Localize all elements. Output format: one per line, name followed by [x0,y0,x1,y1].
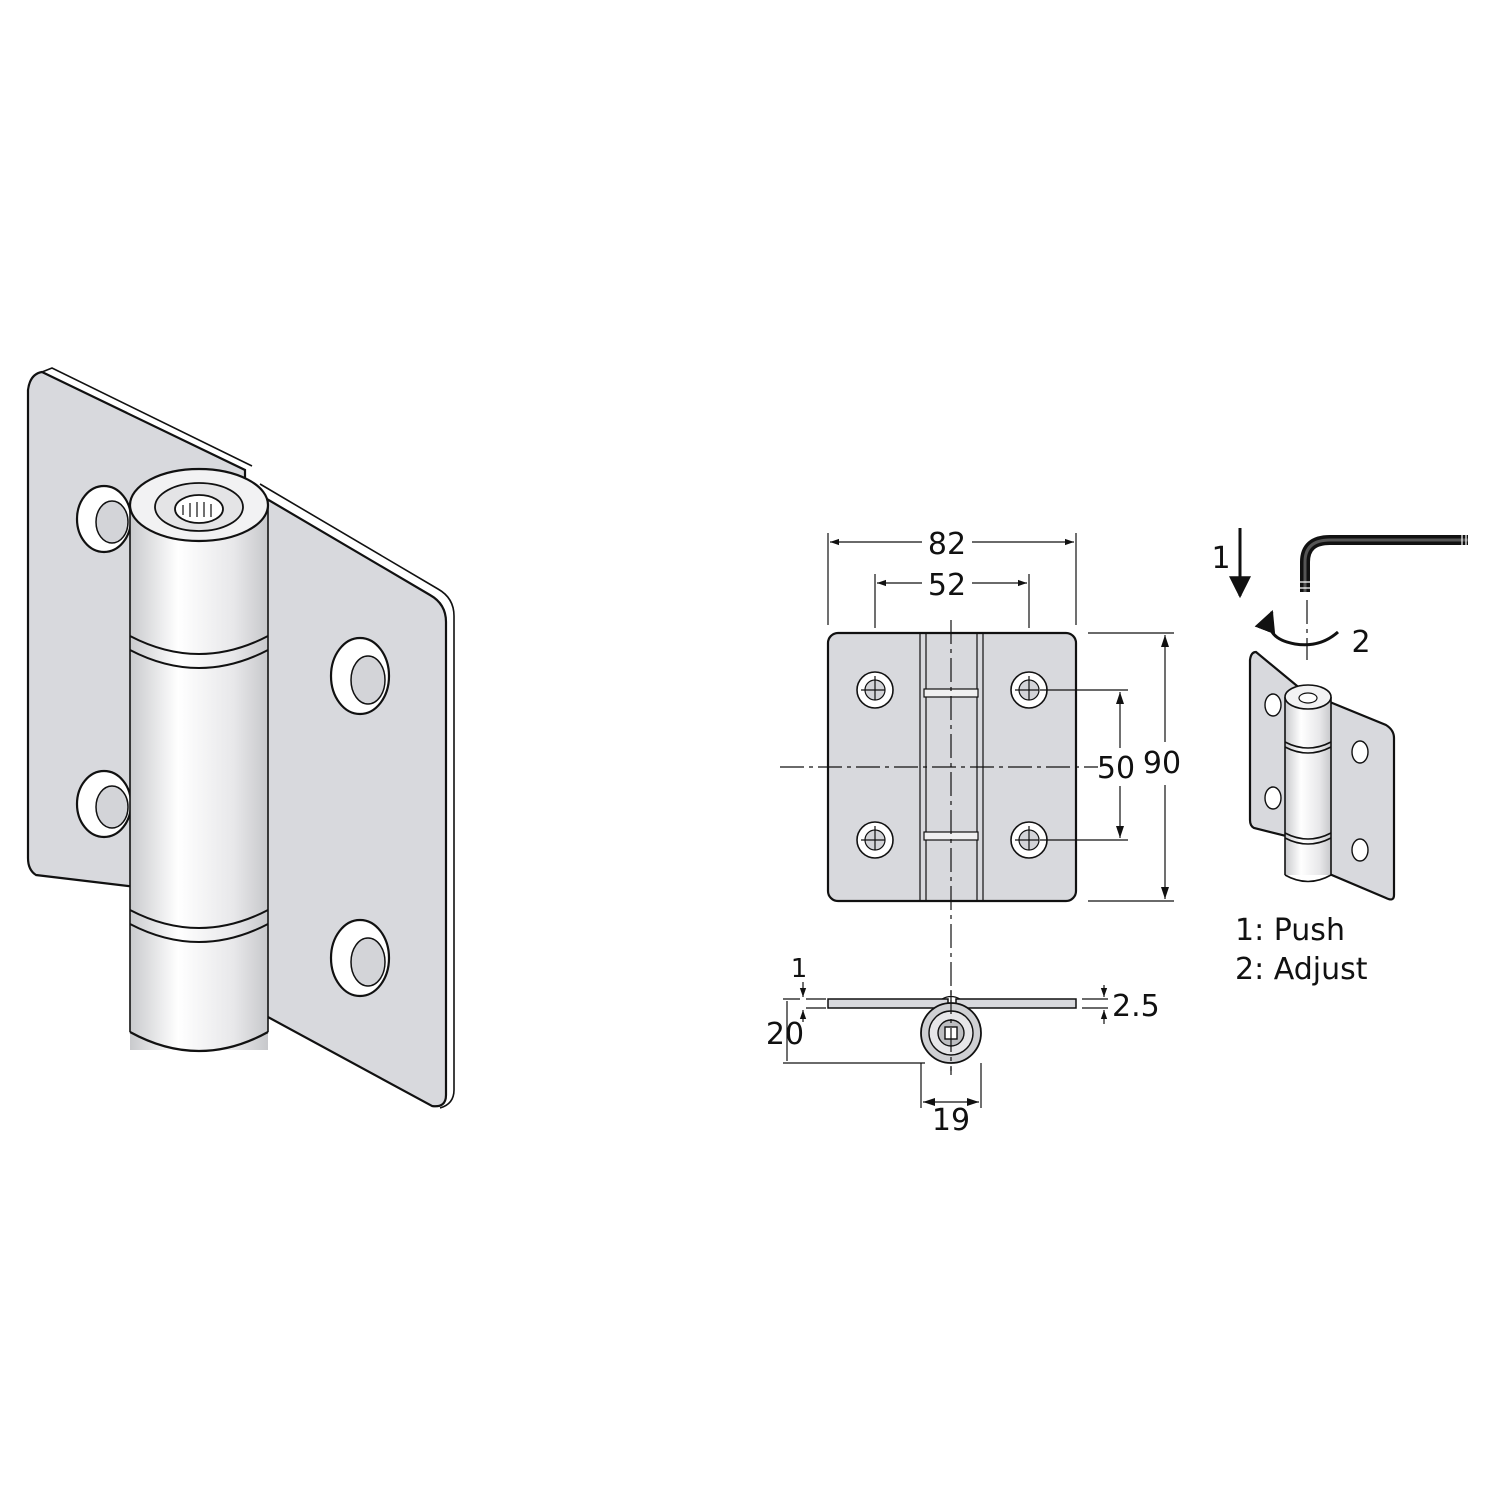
hinge-knuckle [128,467,270,1052]
legend-line-1: 1: Push [1235,913,1345,948]
top-view [827,990,1077,1075]
dim-width: 82 [928,527,966,562]
dim-overall-thickness: 2.5 [1112,989,1160,1024]
dim-height: 90 [1143,746,1181,781]
step1-marker: 1 [1211,541,1230,576]
rotate-arrow [1254,609,1339,647]
dim-hole-spacing-vertical: 50 [1097,751,1135,786]
right-leaf [253,483,455,1109]
dim-hole-spacing-horizontal: 52 [928,568,966,603]
dimension-lines [827,533,1174,902]
dim-knuckle-offset: 20 [766,1017,804,1052]
step2-marker: 2 [1351,625,1370,660]
top-view-dimensions [783,982,1108,1108]
hex-key [1300,535,1468,595]
mini-hinge [1248,650,1396,901]
adjustment-inset [1229,528,1468,901]
dim-plate-thickness: 1 [791,954,808,984]
adjustment-socket [174,494,224,524]
legend-line-2: 2: Adjust [1235,952,1368,987]
dim-knuckle-diameter: 19 [932,1103,970,1138]
isometric-hinge-view [26,367,455,1109]
